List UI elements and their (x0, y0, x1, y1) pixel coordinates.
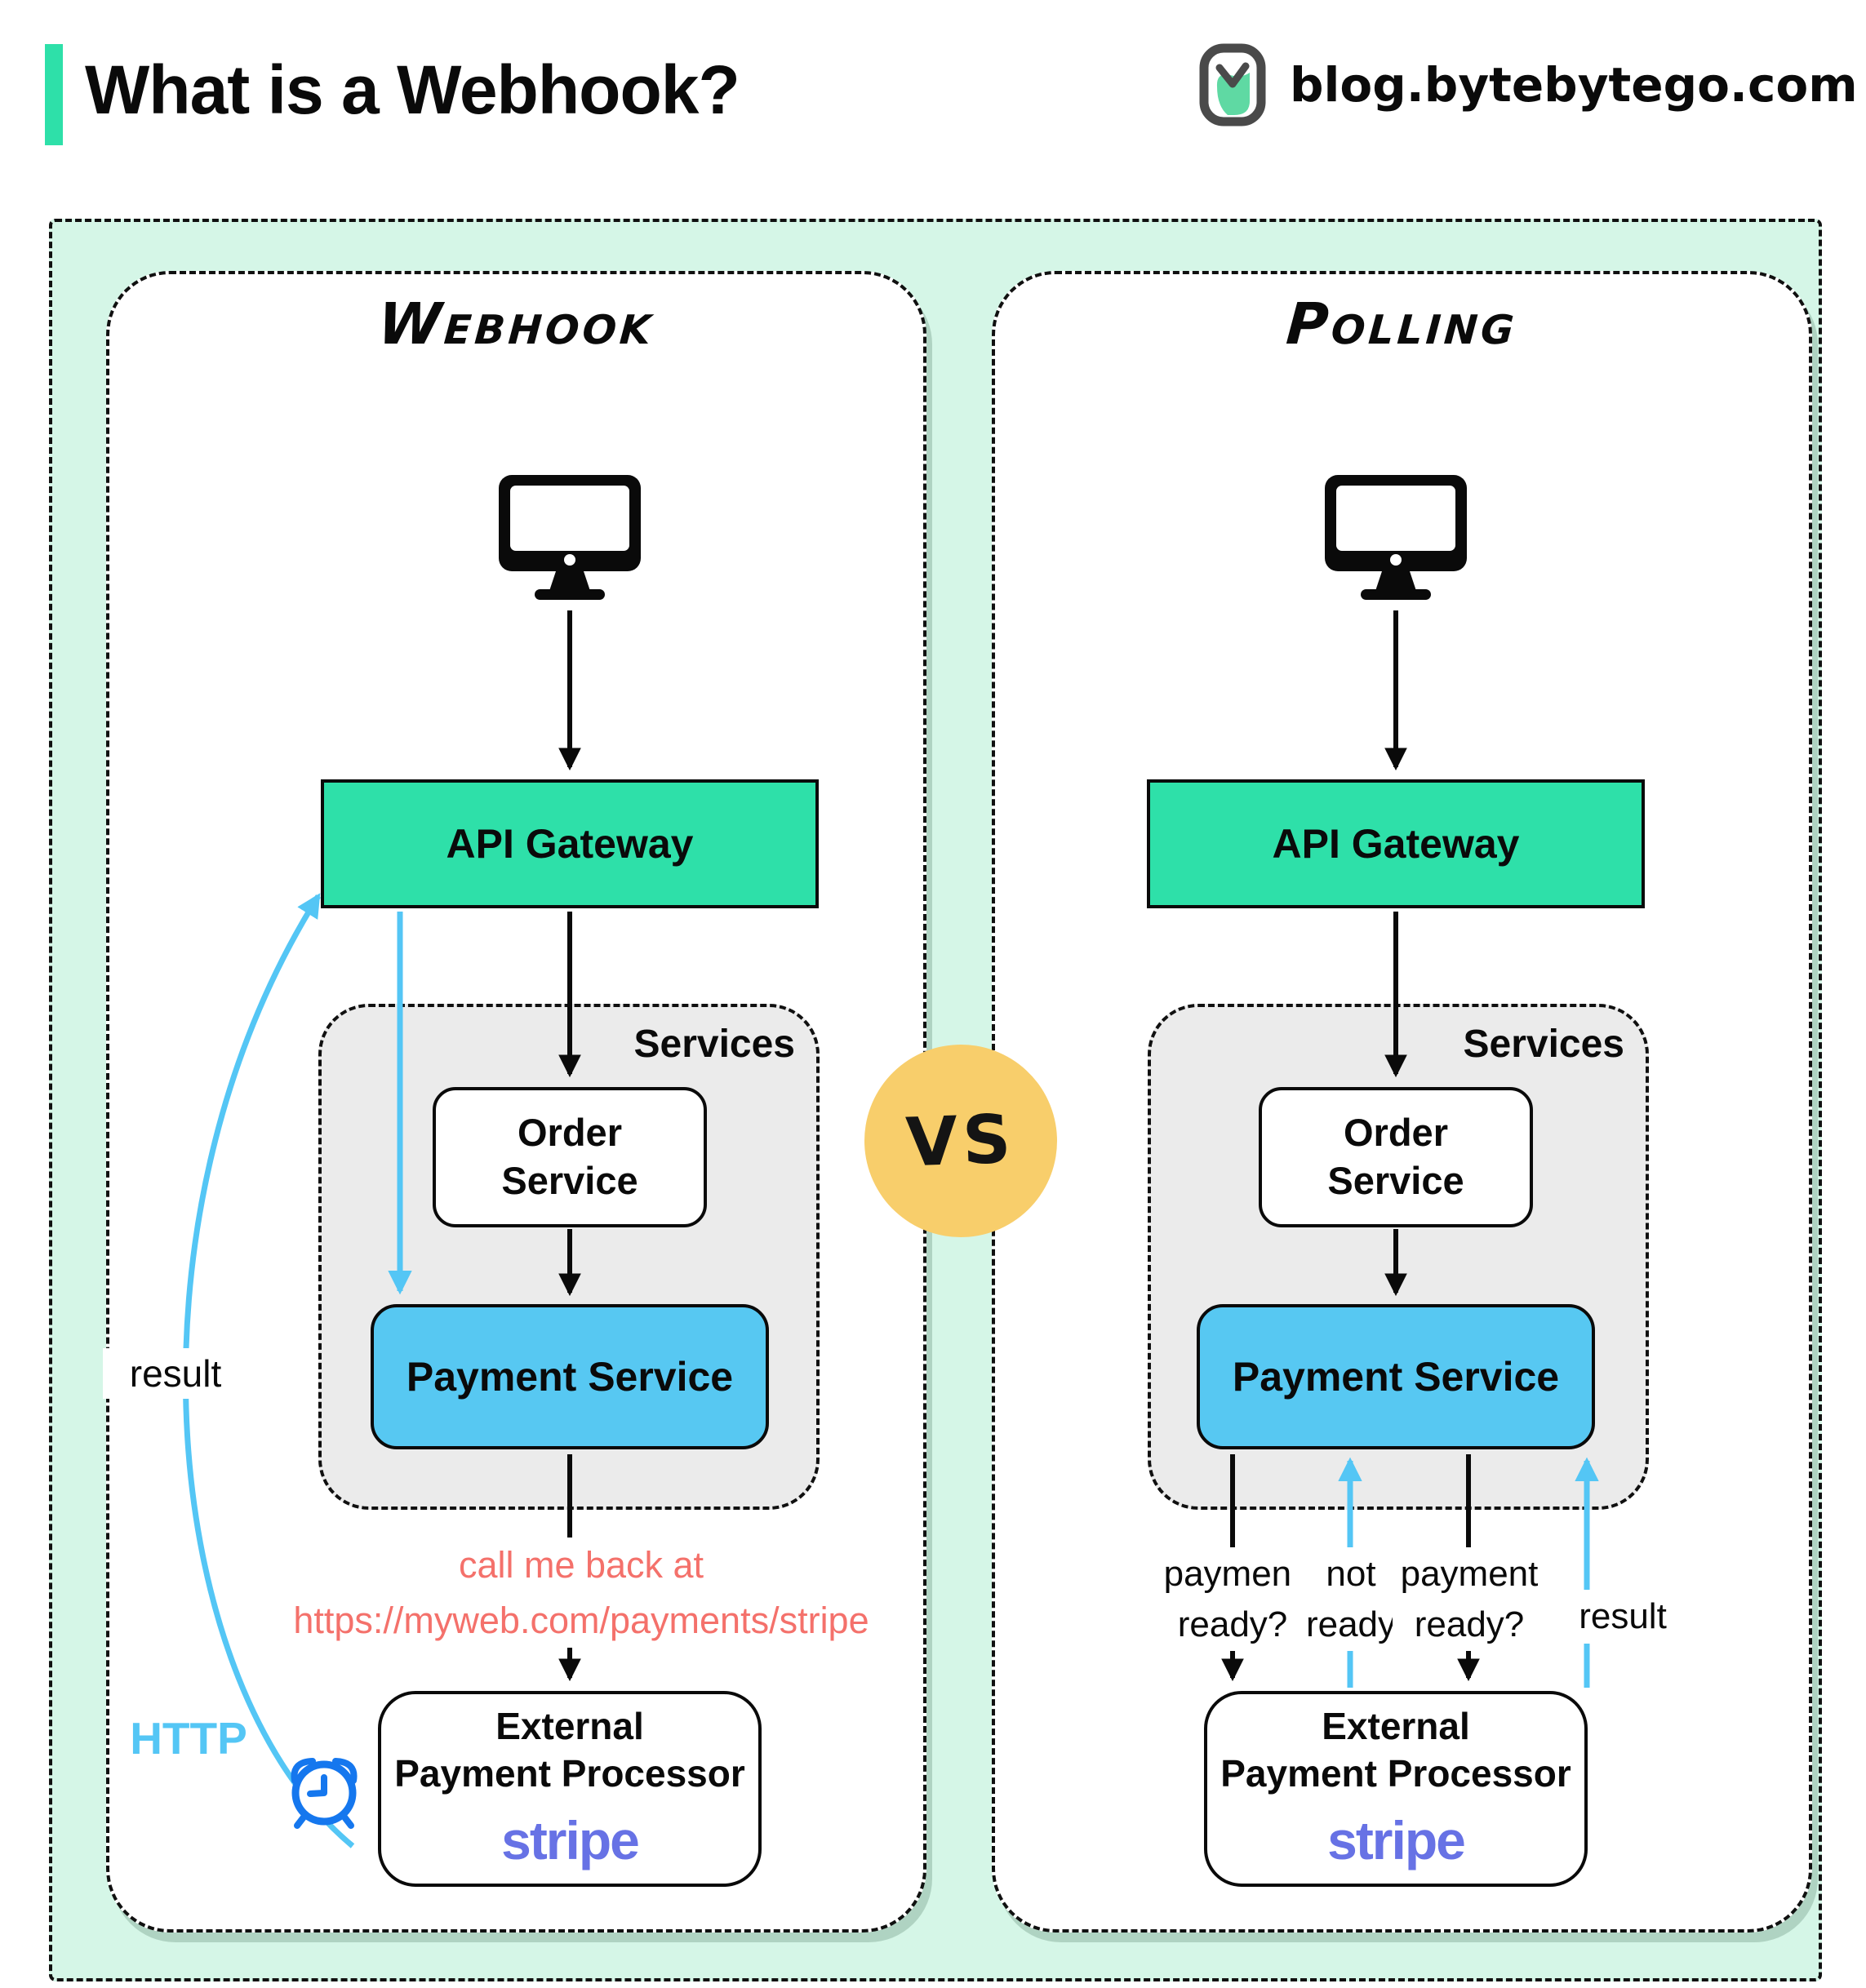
flow-label-line: payment (1400, 1554, 1539, 1594)
polling-api-gateway-box: API Gateway (1147, 779, 1645, 908)
webhook-services-label: Services (633, 1023, 795, 1066)
webhook-panel-title: Webhook (375, 291, 657, 357)
polling-external-processor-box: External Payment Processor stripe (1204, 1691, 1588, 1887)
stripe-logo-text: stripe (501, 1810, 640, 1871)
webhook-payment-label: Payment Service (406, 1354, 734, 1400)
polling-api-gateway-label: API Gateway (1272, 821, 1520, 867)
polling-order-line1: Order (1344, 1111, 1448, 1155)
webhook-external-processor-box: External Payment Processor stripe (378, 1691, 762, 1887)
callback-line1: call me back at (458, 1544, 704, 1586)
polling-payment-service-box: Payment Service (1197, 1304, 1595, 1449)
flow-label-line: ready? (1414, 1604, 1525, 1644)
webhook-external-line1: External (495, 1705, 644, 1748)
polling-order-service-box: Order Service (1259, 1087, 1533, 1227)
polling-external-line1: External (1322, 1705, 1470, 1748)
webhook-api-gateway-box: API Gateway (321, 779, 819, 908)
webhook-order-service-box: Order Service (433, 1087, 707, 1227)
webhook-external-line2: Payment Processor (394, 1751, 745, 1795)
page-title: What is a Webhook? (85, 51, 740, 128)
polling-label-payment-ready-2: payment ready? (1393, 1547, 1546, 1652)
stripe-logo-text: stripe (1327, 1810, 1466, 1871)
callback-url-note: call me back at https://myweb.com/paymen… (276, 1538, 886, 1648)
webhook-order-line2: Service (501, 1159, 638, 1202)
logo-green-shape (1216, 73, 1250, 115)
polling-label-result: result (1556, 1590, 1690, 1644)
webhook-payment-service-box: Payment Service (371, 1304, 769, 1449)
polling-label-not-ready: not ready (1291, 1547, 1411, 1652)
polling-order-line2: Service (1327, 1159, 1464, 1202)
flow-label-line: not (1326, 1554, 1376, 1594)
flow-label-line: ready (1305, 1604, 1397, 1644)
webhook-result-label: result (103, 1348, 248, 1399)
flow-label-line: payment (1163, 1554, 1302, 1594)
brand: blog.bytebytego.com (1193, 42, 1858, 127)
site-url-text: blog.bytebytego.com (1290, 57, 1858, 113)
webhook-api-gateway-label: API Gateway (446, 821, 694, 867)
http-label: HTTP (127, 1712, 250, 1764)
title-accent-bar (45, 44, 63, 145)
logo-beak-shape (1215, 62, 1250, 88)
polling-panel-title: Polling (1284, 291, 1520, 357)
flow-label-line: result (1579, 1596, 1667, 1636)
callback-url: https://myweb.com/payments/stripe (293, 1599, 869, 1641)
polling-external-line2: Payment Processor (1220, 1751, 1571, 1795)
polling-services-label: Services (1463, 1023, 1624, 1066)
bytebytego-logo-icon (1199, 43, 1266, 126)
polling-payment-label: Payment Service (1232, 1354, 1560, 1400)
flow-label-line: ready? (1177, 1604, 1288, 1644)
polling-label-payment-ready-1: payment ready? (1156, 1547, 1309, 1652)
webhook-order-line1: Order (518, 1111, 622, 1155)
